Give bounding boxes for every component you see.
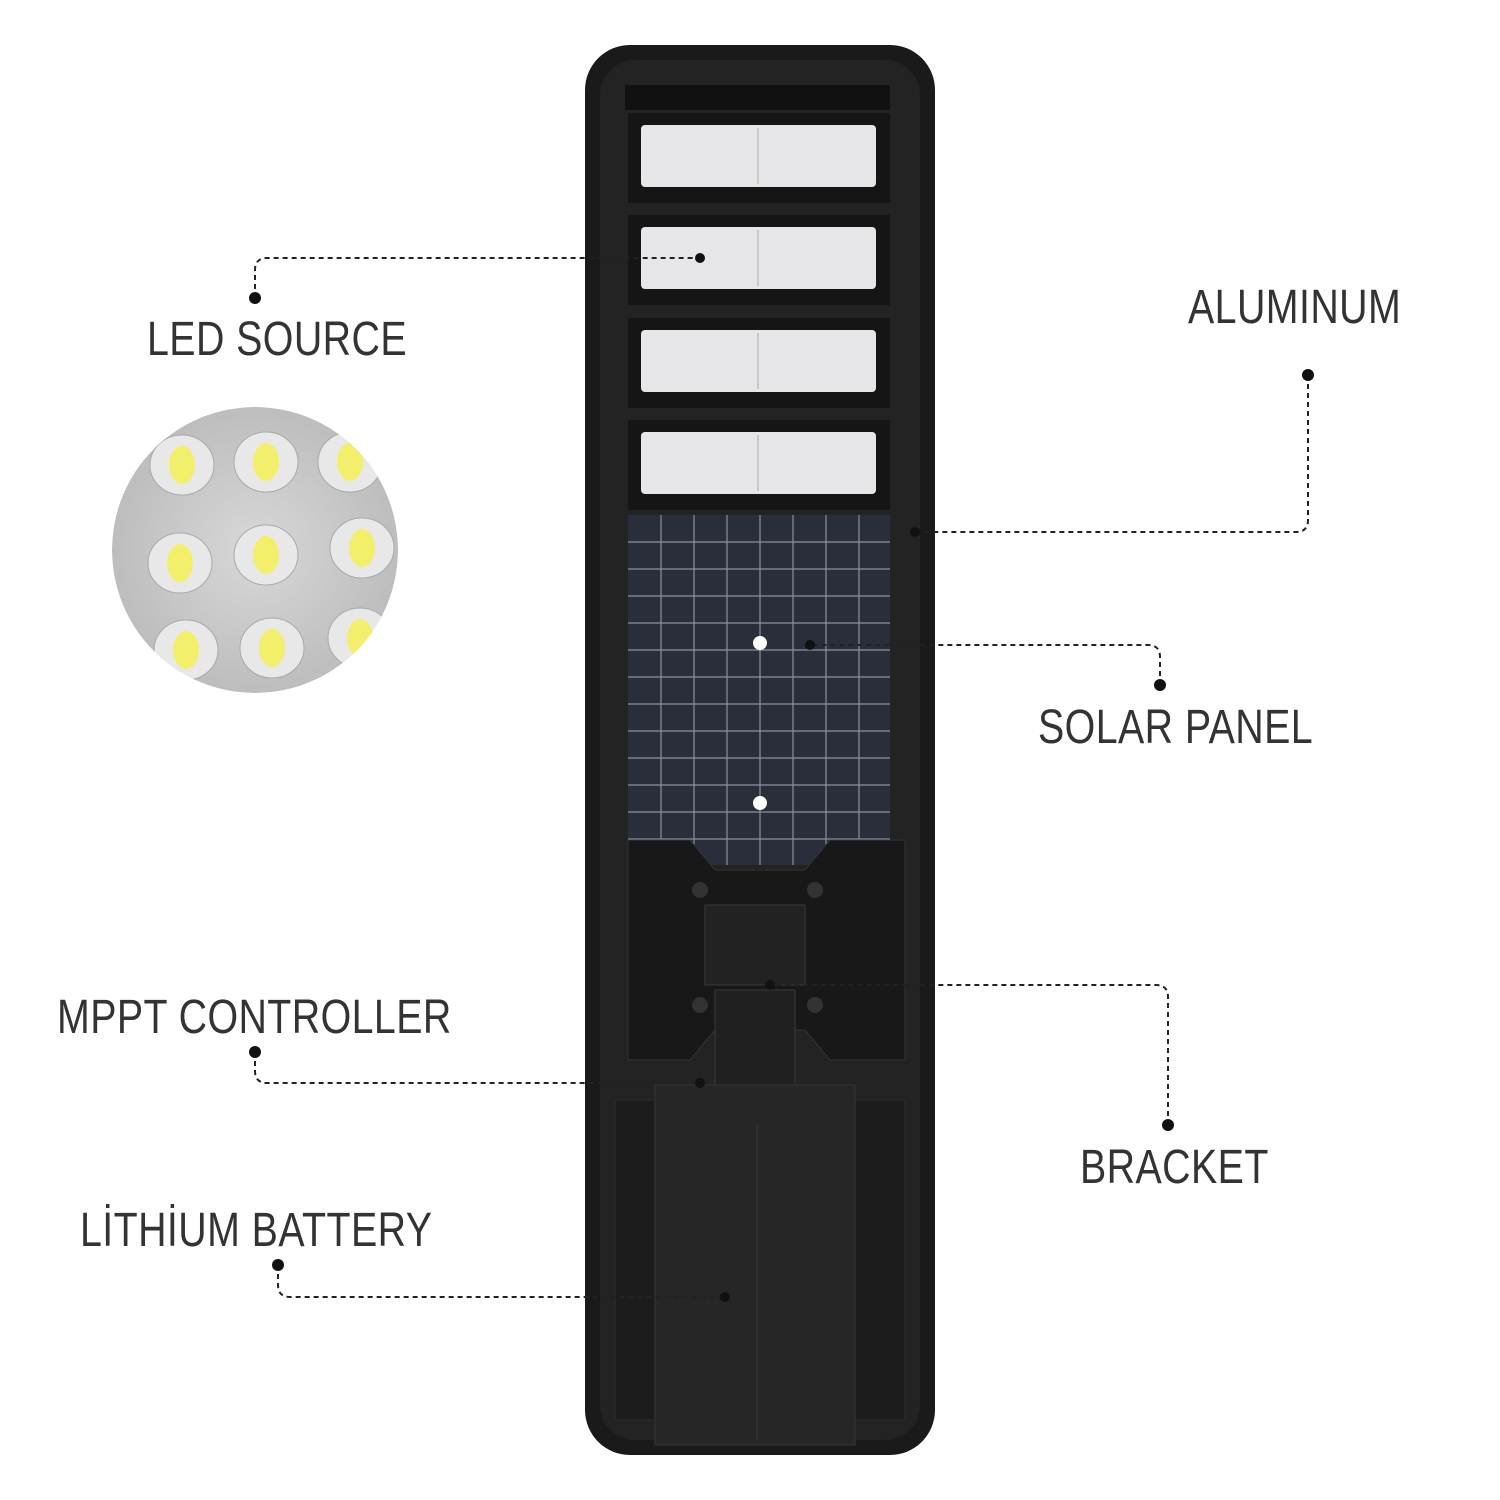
led-module — [628, 318, 890, 408]
led-chip — [337, 443, 363, 481]
label-solar-panel: SOLAR PANEL — [1038, 701, 1314, 754]
led-chip — [253, 536, 279, 574]
led-module — [628, 113, 890, 203]
led-chip — [253, 443, 279, 481]
led-chip — [349, 529, 375, 567]
leader-led-source — [254, 257, 700, 298]
led-module — [628, 215, 890, 305]
led-chip — [169, 446, 195, 484]
leader-aluminum — [915, 375, 1309, 533]
label-aluminum: ALUMINUM — [1188, 281, 1402, 334]
leader-bracket — [770, 984, 1169, 1125]
label-bracket: BRACKET — [1080, 1141, 1269, 1194]
label-lithium-battery: LİTHİUM BATTERY — [80, 1204, 433, 1257]
led-chip — [347, 619, 373, 657]
led-chip — [173, 631, 199, 669]
leader-battery — [277, 1265, 725, 1298]
lithium-battery — [614, 1084, 906, 1446]
led-module — [628, 420, 890, 510]
led-closeup — [112, 407, 398, 693]
led-chip — [259, 629, 285, 667]
label-led-source: LED SOURCE — [147, 313, 408, 366]
led-chip — [167, 544, 193, 582]
led-modules — [628, 113, 890, 510]
leader-solar-panel — [810, 644, 1161, 685]
leader-mppt — [254, 1052, 700, 1084]
solar-panel — [628, 515, 890, 865]
label-mppt-controller: MPPT CONTROLLER — [57, 991, 452, 1044]
